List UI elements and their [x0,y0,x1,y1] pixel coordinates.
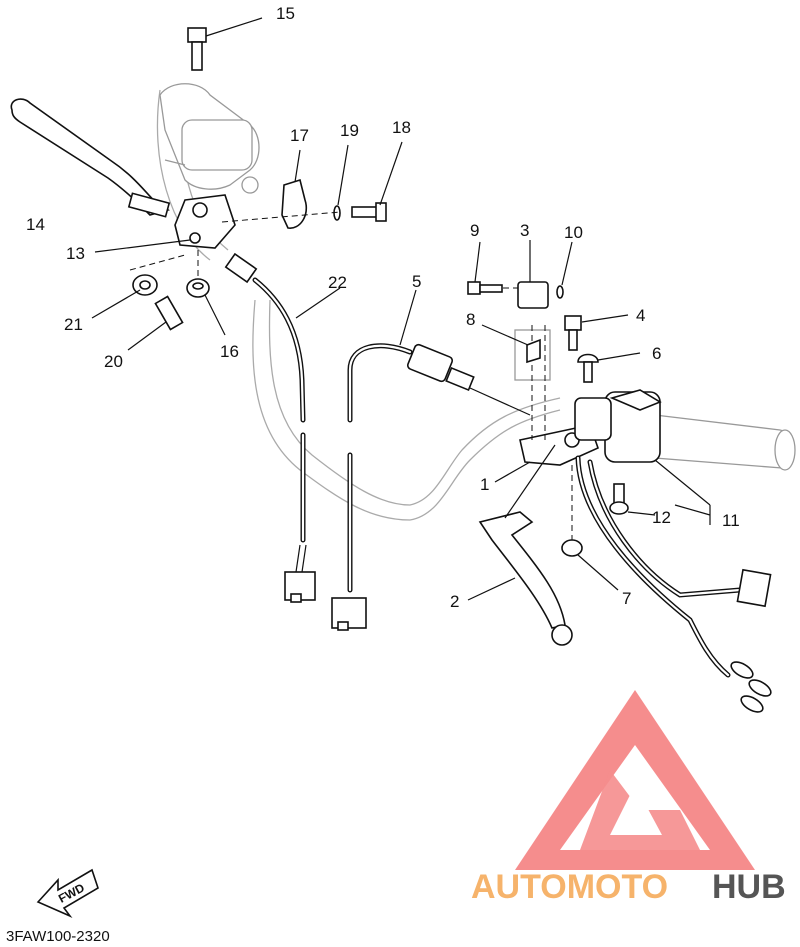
clutch-switch-cable-22 [224,252,341,603]
callout-16: 16 [220,342,239,361]
callout-18: 18 [392,118,411,137]
callout-15: 15 [276,4,295,23]
lever-holder-13 [94,194,236,253]
watermark-logo [515,690,755,870]
handlebar-outline [156,89,561,521]
callout-6: 6 [652,344,661,363]
callout-7: 7 [622,589,631,608]
switch-bracket-8 [481,324,551,440]
callout-1: 1 [480,475,489,494]
callout-13: 13 [66,244,85,263]
callout-5: 5 [412,272,421,291]
callout-8: 8 [466,310,475,329]
brake-lever-2 [467,511,573,646]
nut-7 [561,465,619,591]
diagram-code: 3FAW100-2320 [6,928,110,945]
callout-9: 9 [470,221,479,240]
screw-12 [609,483,656,516]
watermark-text-light: AUTOMOTO [471,868,668,906]
washer-10 [556,241,573,299]
washer-19 [333,144,349,221]
handlebar-switch-11 [574,389,711,525]
callout-20: 20 [104,352,123,371]
bolt-18 [351,141,403,222]
callout-11: 11 [722,511,740,530]
bolt-4 [564,314,629,351]
brake-switch-3 [517,240,549,309]
callout-2: 2 [450,592,459,611]
callout-labels: 1 2 3 4 5 6 7 8 9 10 11 12 13 14 15 16 1… [26,4,740,611]
master-cylinder-body [159,83,260,194]
callout-21: 21 [64,315,83,334]
callout-14: 14 [26,215,45,234]
screw-6 [577,352,641,383]
callout-22: 22 [328,273,347,292]
screw-9 [467,241,518,295]
grip [654,414,796,471]
clutch-lever-14 [10,98,171,218]
bolt-20 [127,295,184,351]
bolt-15 [187,17,263,71]
watermark-text-dark: HUB [712,868,786,906]
clamp-17 [281,149,307,229]
brake-switch-cable-5 [331,289,531,631]
callout-4: 4 [636,306,645,325]
fwd-arrow-icon [36,868,99,918]
bushing-21 [91,274,158,319]
callout-17: 17 [290,126,309,145]
callout-12: 12 [652,508,671,527]
callout-10: 10 [564,223,583,242]
callout-3: 3 [520,221,529,240]
nut-16 [186,250,226,336]
switch-harness [575,455,772,713]
callout-19: 19 [340,121,359,140]
